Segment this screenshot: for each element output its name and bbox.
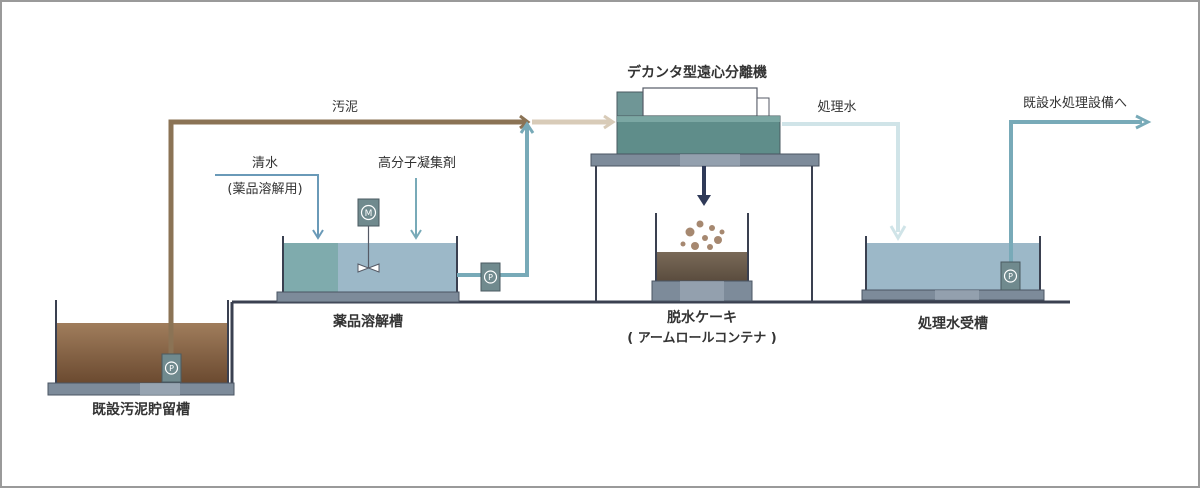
- decanter-centrifuge: [590, 87, 820, 302]
- chem-feed-pipe: [457, 124, 529, 277]
- outlet-pipe: [1009, 120, 1142, 262]
- label-to-existing: 既設水処理設備へ: [1023, 95, 1127, 111]
- treated-water-pipe: [782, 122, 900, 232]
- pump-symbol: P: [1008, 272, 1013, 281]
- label-clean-water-note: (薬品溶解用): [227, 182, 302, 197]
- pump-symbol: P: [169, 364, 174, 373]
- label-polymer: 高分子凝集剤: [378, 155, 456, 171]
- treated-pump: P: [1000, 261, 1021, 291]
- cake-container: [651, 213, 753, 302]
- sludge-pipe: [168, 119, 527, 354]
- pump-symbol: P: [488, 273, 493, 282]
- clean-water-pipe: [215, 174, 319, 236]
- motor-agitator: M: [357, 198, 380, 273]
- cake-particles: [680, 220, 725, 250]
- cake-pile: [657, 252, 747, 281]
- label-cake-container: ( アームロールコンテナ ): [627, 331, 777, 346]
- sludge-pump: P: [161, 353, 182, 383]
- label-clean-water: 清水: [252, 156, 278, 171]
- label-decanter: デカンタ型遠心分離機: [627, 64, 767, 81]
- label-sludge: 汚泥: [332, 100, 358, 115]
- label-existing-sludge-tank: 既設汚泥貯留槽: [92, 401, 190, 418]
- existing-sludge-tank: [47, 300, 235, 396]
- motor-symbol: M: [365, 209, 373, 219]
- label-treated-water: 処理水: [817, 100, 856, 115]
- chem-pump: P: [480, 262, 501, 292]
- agitator-blade: [357, 263, 380, 273]
- sludge-arrow-head: [519, 114, 531, 130]
- sludge-liquid: [56, 323, 228, 383]
- label-treated-tank: 処理水受槽: [917, 315, 988, 332]
- label-chem-tank: 薬品溶解槽: [333, 313, 403, 330]
- label-cake: 脱水ケーキ: [667, 309, 737, 326]
